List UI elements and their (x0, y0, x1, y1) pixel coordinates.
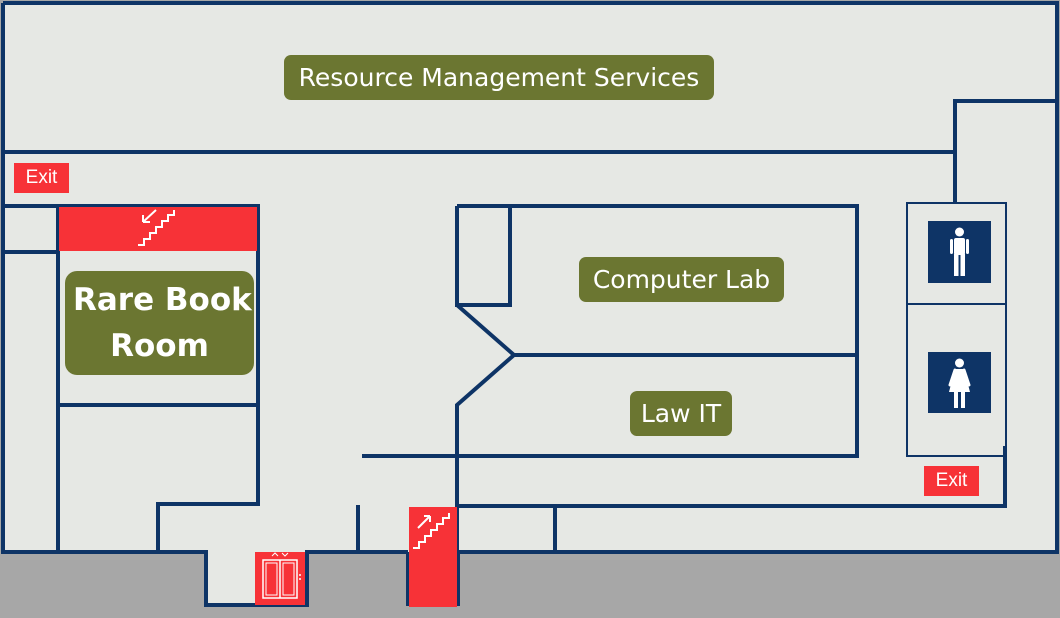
stairs-down-icon (59, 207, 257, 251)
stairs-up-icon (409, 507, 457, 607)
restroom-outline (906, 202, 1007, 457)
elevator-icon (255, 552, 305, 605)
room-label-rare-book-room: Rare Book Room (65, 271, 254, 375)
outer-wall-top-right (3, 1, 1059, 554)
rare-book-line-2: Room (110, 328, 209, 364)
womens-restroom-icon (928, 352, 991, 413)
restroom-block (906, 202, 1007, 457)
lab-closet (455, 206, 512, 307)
mens-restroom-icon (928, 221, 991, 283)
corridor-wall (3, 99, 1057, 154)
rare-book-room-wall (3, 204, 260, 552)
walls (1, 1, 1059, 607)
stair-shaft-walls (406, 552, 460, 606)
lab-outer-wall (362, 204, 859, 458)
outer-wall-left-bottom (1, 3, 408, 607)
lab-divider-bottom (455, 353, 516, 552)
exit-sign-right: Exit (924, 466, 979, 496)
room-label-computer-lab: Computer Lab (579, 257, 784, 302)
room-label-law-it: Law IT (630, 391, 732, 436)
exit-sign-left: Exit (14, 163, 69, 193)
rare-book-line-1: Rare Book (73, 282, 252, 318)
bottom-corridor-wall (458, 446, 1007, 508)
room-label-resource-management: Resource Management Services (284, 55, 714, 100)
